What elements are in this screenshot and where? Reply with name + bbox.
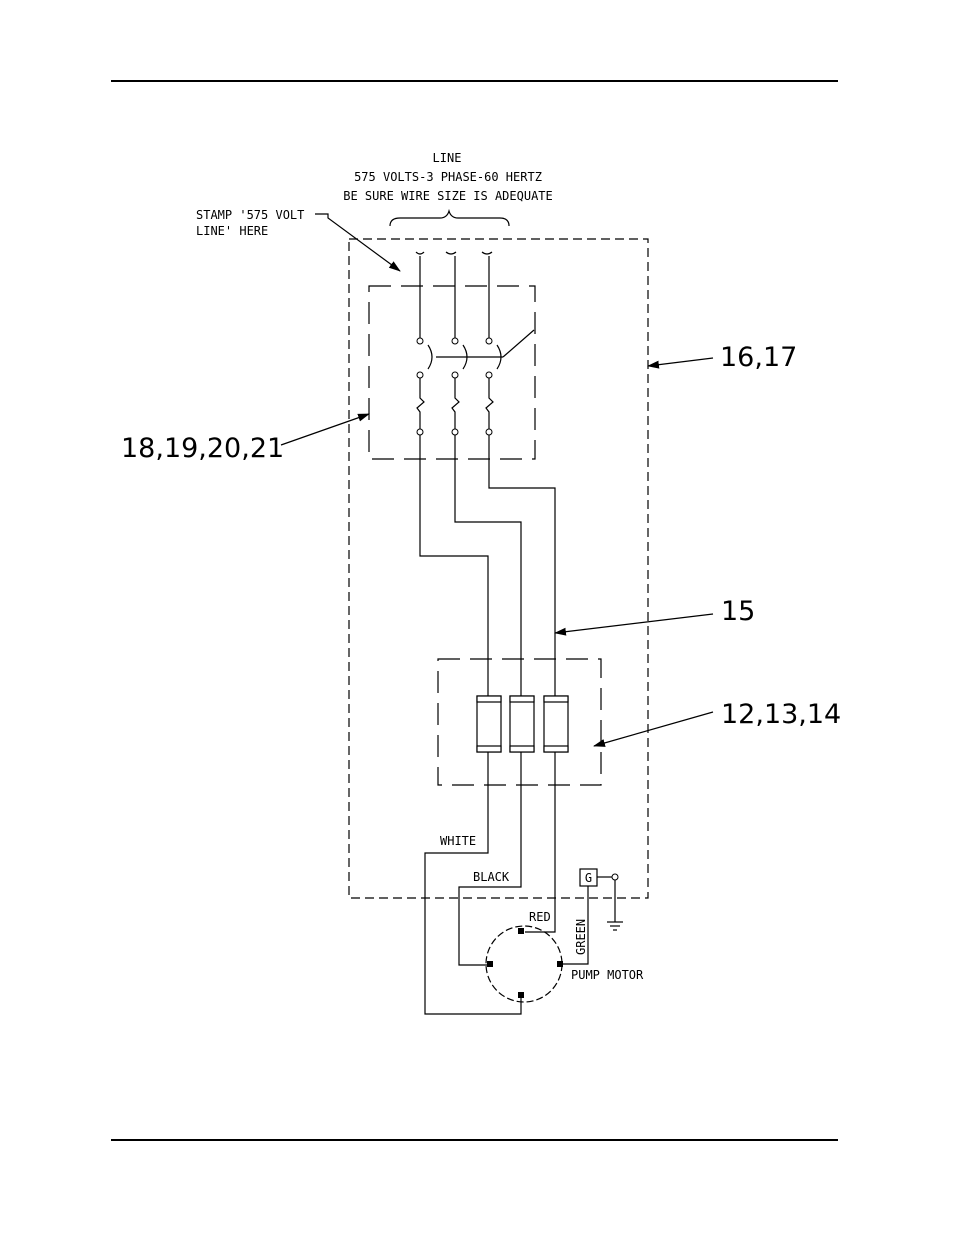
line-terminals [416, 252, 492, 254]
fuse-box [438, 659, 601, 785]
callout-wire-leader [555, 614, 713, 633]
wire-label-white: WHITE [440, 834, 476, 848]
ground-terminal-label: G [585, 871, 592, 885]
wire-label-red: RED [529, 910, 551, 924]
stamp-leader [315, 214, 400, 271]
callout-disconnect: 18,19,20,21 [121, 433, 284, 464]
phase-wires [420, 435, 555, 696]
pump-motor [486, 926, 562, 1002]
callout-wire: 15 [721, 596, 755, 627]
stamp-note-line1: STAMP '575 VOLT [196, 208, 304, 222]
callout-enclosure-leader [648, 358, 713, 366]
wire-label-green: GREEN [574, 919, 588, 955]
motor-label: PUMP MOTOR [571, 968, 644, 982]
enclosure-outline [349, 239, 648, 898]
line-brace [390, 211, 509, 226]
disconnect-switch [417, 256, 534, 435]
callout-enclosure: 16,17 [720, 342, 797, 373]
stamp-note-line2: LINE' HERE [196, 224, 268, 238]
callout-fuses-leader [594, 712, 713, 746]
fuses [477, 696, 568, 752]
line-wire-note: BE SURE WIRE SIZE IS ADEQUATE [343, 189, 553, 203]
callout-disconnect-leader [281, 414, 369, 445]
wire-label-black: BLACK [473, 870, 510, 884]
line-voltage: 575 VOLTS-3 PHASE-60 HERTZ [354, 170, 542, 184]
line-title: LINE [433, 151, 462, 165]
callout-fuses: 12,13,14 [721, 699, 841, 730]
ground-symbol [597, 874, 623, 930]
